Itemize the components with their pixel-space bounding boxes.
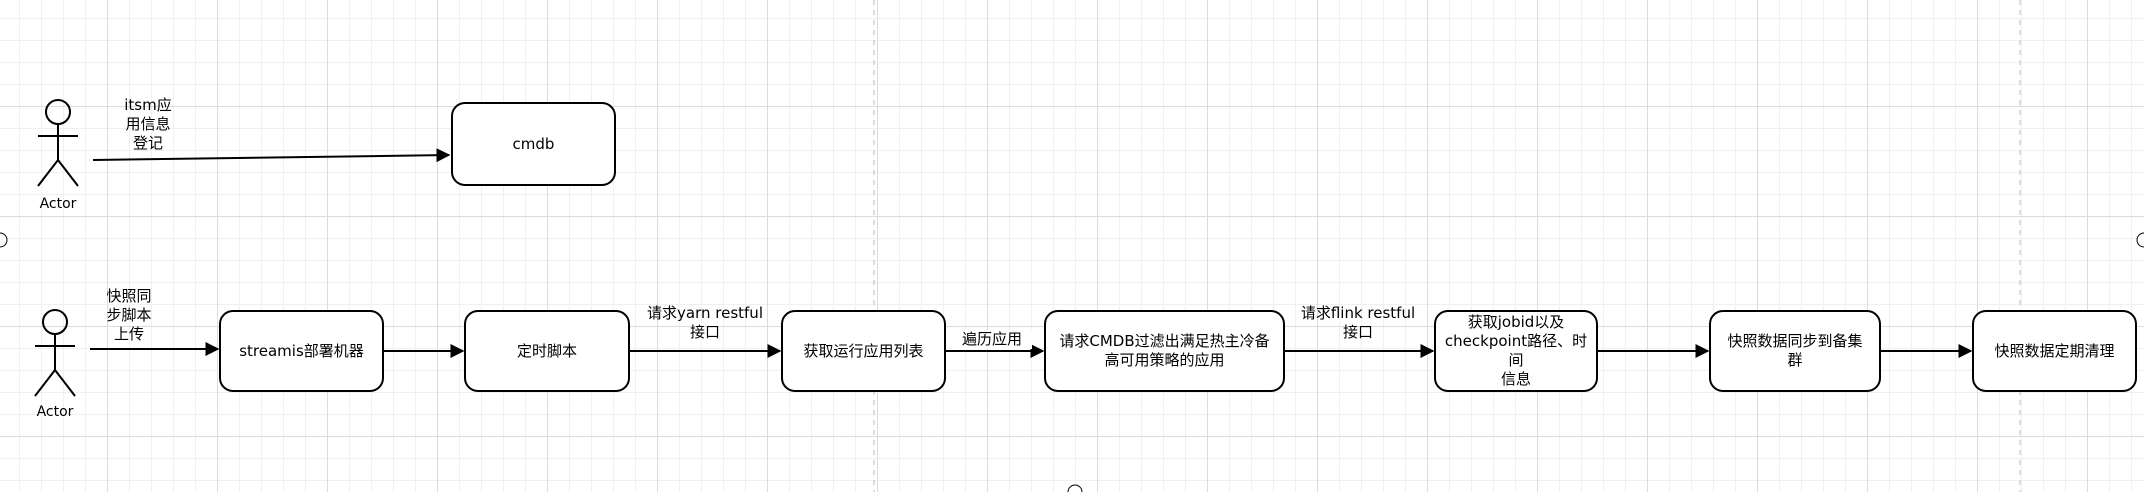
edge-label-flink-restful: 请求flink restful 接口 [1300, 304, 1416, 341]
actor-label: Actor [36, 404, 74, 420]
edge-label-snapshot-upload: 快照同 步脚本 上传 [106, 287, 152, 343]
connection-point[interactable] [2136, 232, 2144, 248]
actor-figure[interactable] [37, 99, 79, 187]
edge-label-yarn-restful: 请求yarn restful 接口 [647, 304, 763, 341]
actor-figure[interactable] [34, 309, 76, 397]
edge-label-traverse-apps: 遍历应用 [952, 330, 1032, 349]
node-streamis-deploy-machine[interactable]: streamis部署机器 [219, 310, 384, 392]
connection-point[interactable] [0, 232, 8, 248]
edge-actor-to-cmdb[interactable] [92, 148, 451, 163]
node-get-app-list[interactable]: 获取运行应用列表 [781, 310, 946, 392]
node-cmdb[interactable]: cmdb [451, 102, 616, 186]
actor-label: Actor [39, 196, 77, 212]
node-sync-snapshot[interactable]: 快照数据同步到备集 群 [1709, 310, 1881, 392]
node-timer-script[interactable]: 定时脚本 [464, 310, 630, 392]
node-clean-snapshot[interactable]: 快照数据定期清理 [1972, 310, 2137, 392]
edge-label-itsm-register: itsm应 用信息 登记 [124, 96, 172, 152]
node-get-jobid-checkpoint[interactable]: 获取jobid以及 checkpoint路径、时间 信息 [1434, 310, 1598, 392]
node-request-cmdb-filter[interactable]: 请求CMDB过滤出满足热主冷备 高可用策略的应用 [1044, 310, 1285, 392]
connection-point[interactable] [1067, 484, 1083, 492]
